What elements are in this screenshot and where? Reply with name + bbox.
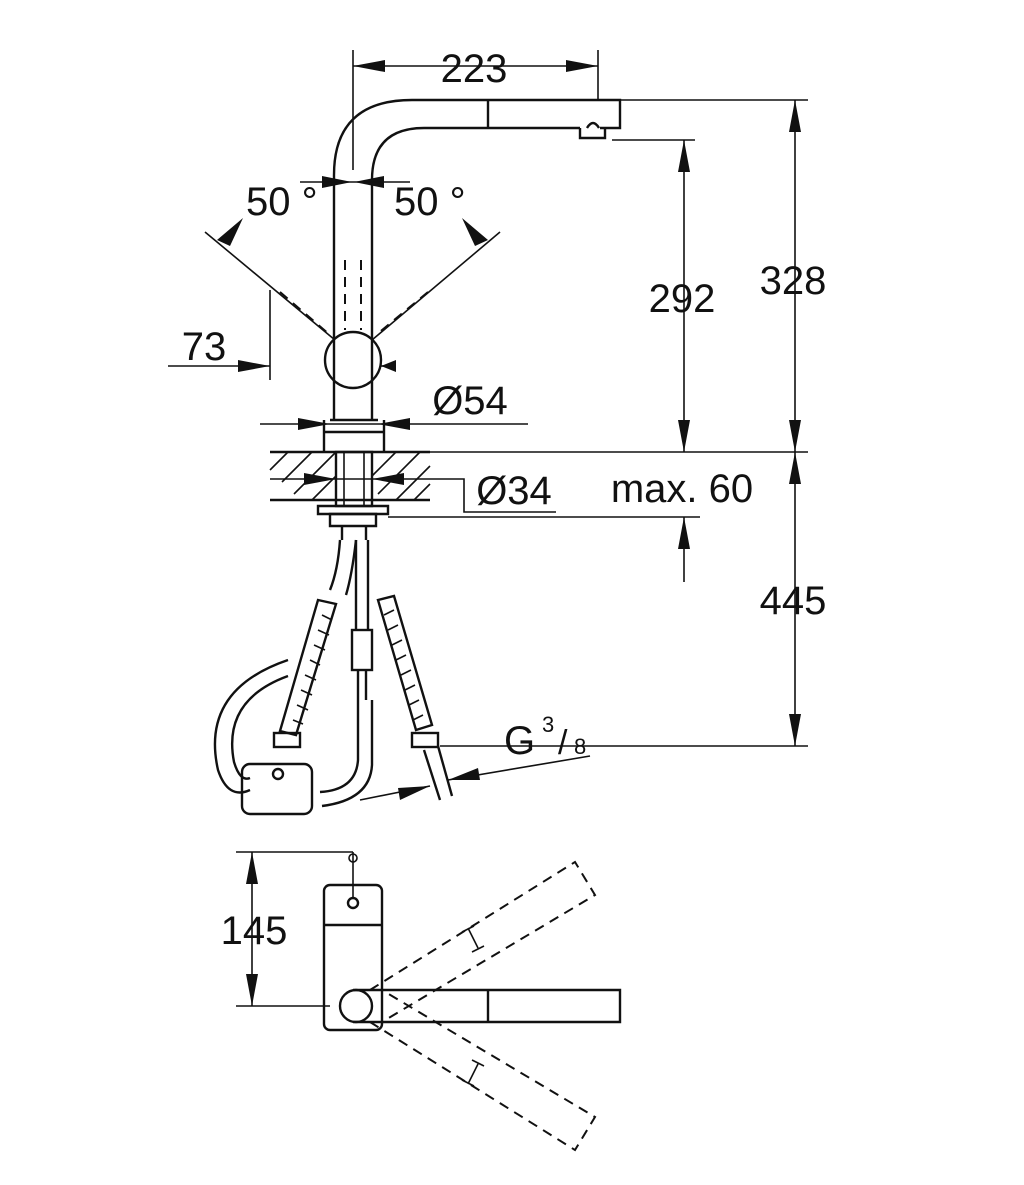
dim-hose-length: 445 — [760, 579, 827, 623]
swivel-angle-lines — [204, 176, 501, 380]
dim-offset: 73 — [182, 325, 227, 369]
left-braided-hose — [272, 598, 338, 749]
dim-connection-g: G — [504, 719, 535, 763]
dim-hole-diameter: Ø34 — [476, 469, 552, 513]
arrow-swivel-left — [217, 218, 243, 246]
dim-body-diameter: Ø54 — [432, 379, 508, 423]
deck-mounting — [269, 450, 431, 540]
dimension-lines — [168, 50, 808, 801]
dim-spout-reach: 223 — [441, 47, 508, 91]
dim-deck-thickness: max. 60 — [611, 467, 753, 511]
right-braided-hose — [376, 594, 454, 801]
supply-hoses — [213, 539, 454, 816]
dimension-labels: 223 50 ° 50 ° 328 292 73 Ø54 Ø34 max. 60… — [182, 47, 827, 953]
faucet-side-view — [322, 98, 622, 452]
dim-top-view-depth: 145 — [221, 909, 288, 953]
dim-height-total: 328 — [760, 259, 827, 303]
dim-connection-thread: G 3 / 8 — [504, 712, 586, 763]
dim-swivel-right: 50 ° — [394, 180, 466, 224]
dim-connection-numerator: 3 — [542, 712, 554, 737]
dim-connection-denominator: 8 — [574, 734, 586, 759]
dim-height-outlet: 292 — [649, 277, 716, 321]
dim-swivel-left: 50 ° — [246, 180, 318, 224]
pull-out-hose-loop — [213, 658, 374, 816]
arrow-swivel-right — [462, 218, 488, 246]
dim-connection-slash: / — [558, 724, 568, 762]
faucet-top-view — [236, 851, 622, 1152]
